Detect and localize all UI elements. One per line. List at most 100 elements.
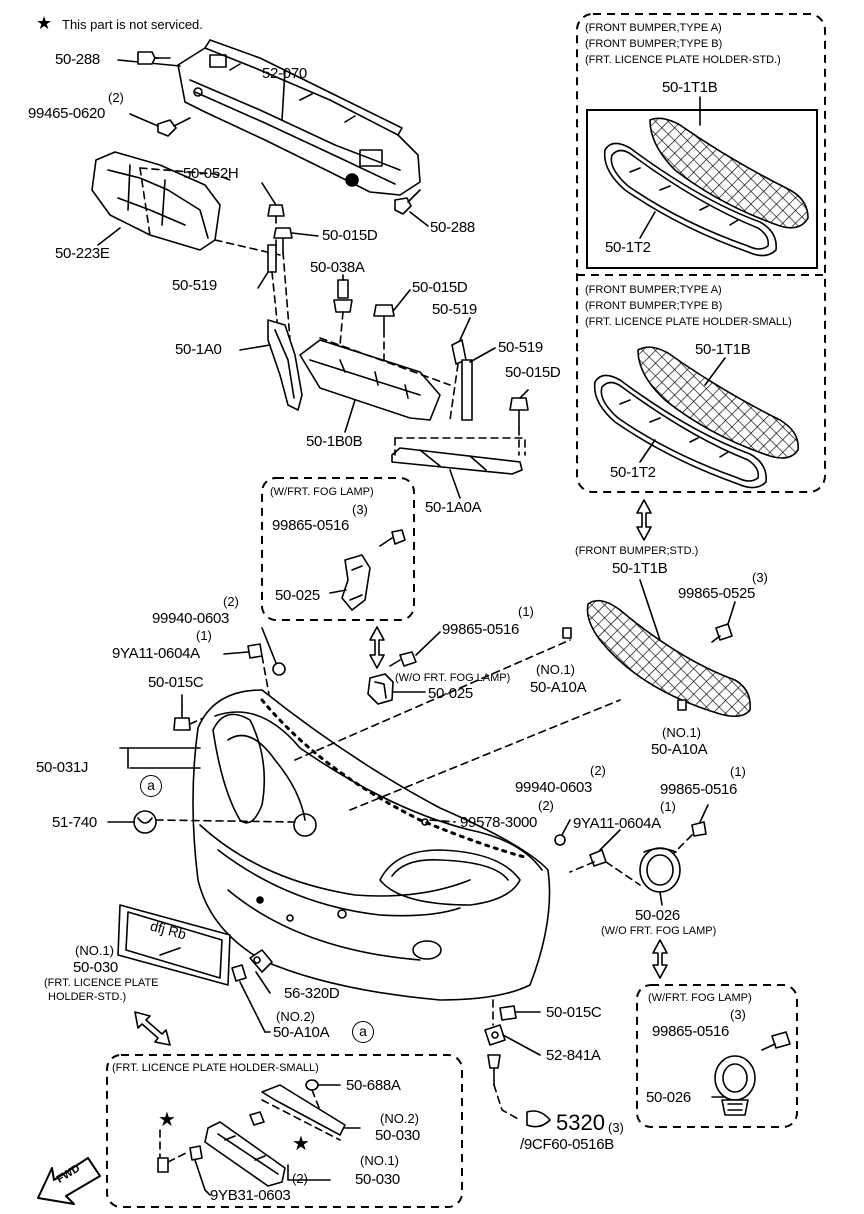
qty-50-030-c: (2): [292, 1171, 308, 1186]
qty-99865-e: (3): [752, 570, 768, 585]
clip-50-A10A-a: [562, 627, 572, 639]
box1-line2: (FRONT BUMPER;TYPE B): [585, 38, 723, 50]
label-99865-0525: 99865-0525: [678, 585, 756, 602]
label-50-015D-c: 50-015D: [505, 364, 561, 381]
tow-hook-cap-56-320D: [249, 949, 273, 973]
alt-arrow-4: [636, 499, 652, 541]
label-50-015D-a: 50-015D: [322, 227, 378, 244]
no2-b: (NO.2): [380, 1111, 419, 1126]
screw-99865-0525: [711, 623, 733, 643]
fog-bracket-50-025-b: [367, 673, 394, 705]
label-99940-0603-b: 99940-0603: [515, 779, 593, 796]
label-50-015C-a: 50-015C: [148, 674, 204, 691]
fog-box2-title: (W/FRT. FOG LAMP): [648, 992, 752, 1004]
no1-d: (NO.1): [662, 725, 701, 740]
grille-50-1T1B-b: [637, 346, 799, 459]
label-50-052H: 50-052H: [183, 165, 239, 182]
label-99465-0620: 99465-0620: [28, 105, 106, 122]
bumper-50-688A: [305, 1079, 319, 1091]
qty-99465: (2): [108, 90, 124, 105]
label-50-288-b: 50-288: [430, 219, 475, 236]
label-52-070: 52-070: [262, 65, 307, 82]
lower-bracket-50-1A0A: [391, 447, 523, 475]
no1-b: (NO.1): [360, 1153, 399, 1168]
label-50-1A0A: 50-1A0A: [425, 499, 482, 516]
label-50-1A0: 50-1A0: [175, 341, 222, 358]
screw-9YB31-0603: [189, 1145, 203, 1161]
label-99865-0516-a: 99865-0516: [272, 517, 350, 534]
label-50-030-c: 50-030: [355, 1171, 400, 1188]
clip-50-A10A-b: [677, 699, 687, 711]
clip-50-038A: [333, 279, 353, 313]
label-50-519-a: 50-519: [172, 277, 217, 294]
qty-99940-a: (2): [223, 594, 239, 609]
label-50-223E: 50-223E: [55, 245, 110, 262]
qty-99865-a: (3): [352, 502, 368, 517]
label-99578-3000: 99578-3000: [460, 814, 538, 831]
note-text: This part is not serviced.: [62, 17, 203, 32]
label-50-1T2-b: 50-1T2: [610, 464, 656, 481]
label-50-030-b: 50-030: [375, 1127, 420, 1144]
label-50-025-b: 50-025: [428, 685, 473, 702]
emblem-51-740: [133, 810, 157, 834]
label-50-A10A-b: 50-A10A: [651, 741, 708, 758]
circle-a-2: a: [352, 1021, 374, 1043]
frame-50-1T2-a: [603, 142, 777, 257]
label-50-026-b: 50-026: [646, 1089, 691, 1106]
nut-52-841A: [484, 1024, 506, 1046]
qty-5320: (3): [608, 1120, 624, 1135]
label-9CF60-0516B: /9CF60-0516B: [520, 1136, 614, 1153]
label-50-031J: 50-031J: [36, 759, 89, 776]
fwd-arrow-icon: [37, 1157, 101, 1205]
label-50-519-c: 50-519: [498, 339, 543, 356]
qty-99940-b: (2): [590, 763, 606, 778]
no1-c: (NO.1): [536, 662, 575, 677]
fog-lamp-box: [261, 477, 415, 621]
screw-99865-0516-c: [691, 821, 707, 837]
box2-line3: (FRT. LICENCE PLATE HOLDER-SMALL): [585, 316, 792, 328]
bolt-99465-0620: [157, 117, 191, 137]
label-50-1B0B: 50-1B0B: [306, 433, 363, 450]
under-cover-50-1B0B: [299, 339, 441, 421]
label-99865-0516-c: 99865-0516: [660, 781, 738, 798]
label-50-1T1B-a: 50-1T1B: [662, 79, 718, 96]
label-50-1T2-a: 50-1T2: [605, 239, 651, 256]
bolt-50-015C-b: [499, 1005, 517, 1021]
label-50-030-a: 50-030: [73, 959, 118, 976]
plate-holder-small-box: [106, 1054, 463, 1208]
qty-99865-d: (3): [730, 1007, 746, 1022]
bolt-50-015D-a: [273, 227, 293, 253]
alt-arrow-2: [652, 939, 668, 979]
screw-5320: [487, 1054, 501, 1086]
label-50-1T1B-b: 50-1T1B: [695, 341, 751, 358]
box2-line2: (FRONT BUMPER;TYPE B): [585, 300, 723, 312]
pin-50-519-a: [267, 244, 277, 273]
label-50-038A: 50-038A: [310, 259, 365, 276]
label-99865-0516-b: 99865-0516: [442, 621, 520, 638]
label-50-A10A-a: 50-A10A: [530, 679, 587, 696]
grille-50-1T1B-c: [586, 599, 752, 718]
star-icon-2: ★: [292, 1133, 310, 1155]
bolt-50-015C-a: [173, 704, 191, 731]
label-9YA11-0604A-b: 9YA11-0604A: [573, 815, 661, 832]
label-50-026-a: 50-026: [635, 907, 680, 924]
fog-box-title: (W/FRT. FOG LAMP): [270, 486, 374, 498]
label-99940-0603-a: 99940-0603: [152, 610, 230, 627]
frame-50-1T2-b: [593, 374, 767, 489]
fog-bezel-50-026-b: [714, 1055, 756, 1116]
wo-fog-lamp-a: (W/O FRT. FOG LAMP): [395, 672, 511, 684]
label-52-841A: 52-841A: [546, 1047, 601, 1064]
label-56-320D: 56-320D: [284, 985, 340, 1002]
clip-50-A10A-c: [231, 964, 247, 982]
bumper-reinforcement-52-070: [177, 39, 421, 196]
label-99865-0516-d: 99865-0516: [652, 1023, 730, 1040]
nut-99940-0603-a: [272, 662, 286, 676]
screw-9YA11-0604A-a: [247, 643, 263, 659]
bolt-50-288-a: [137, 51, 171, 65]
qty-9YA11-b: (1): [660, 799, 676, 814]
qty-99865-c: (1): [730, 764, 746, 779]
bolt-50-288-b: [394, 189, 421, 215]
frt-licence-std-1: (FRT. LICENCE PLATE: [44, 977, 159, 989]
screw-99865-0516-d: [761, 1031, 791, 1051]
